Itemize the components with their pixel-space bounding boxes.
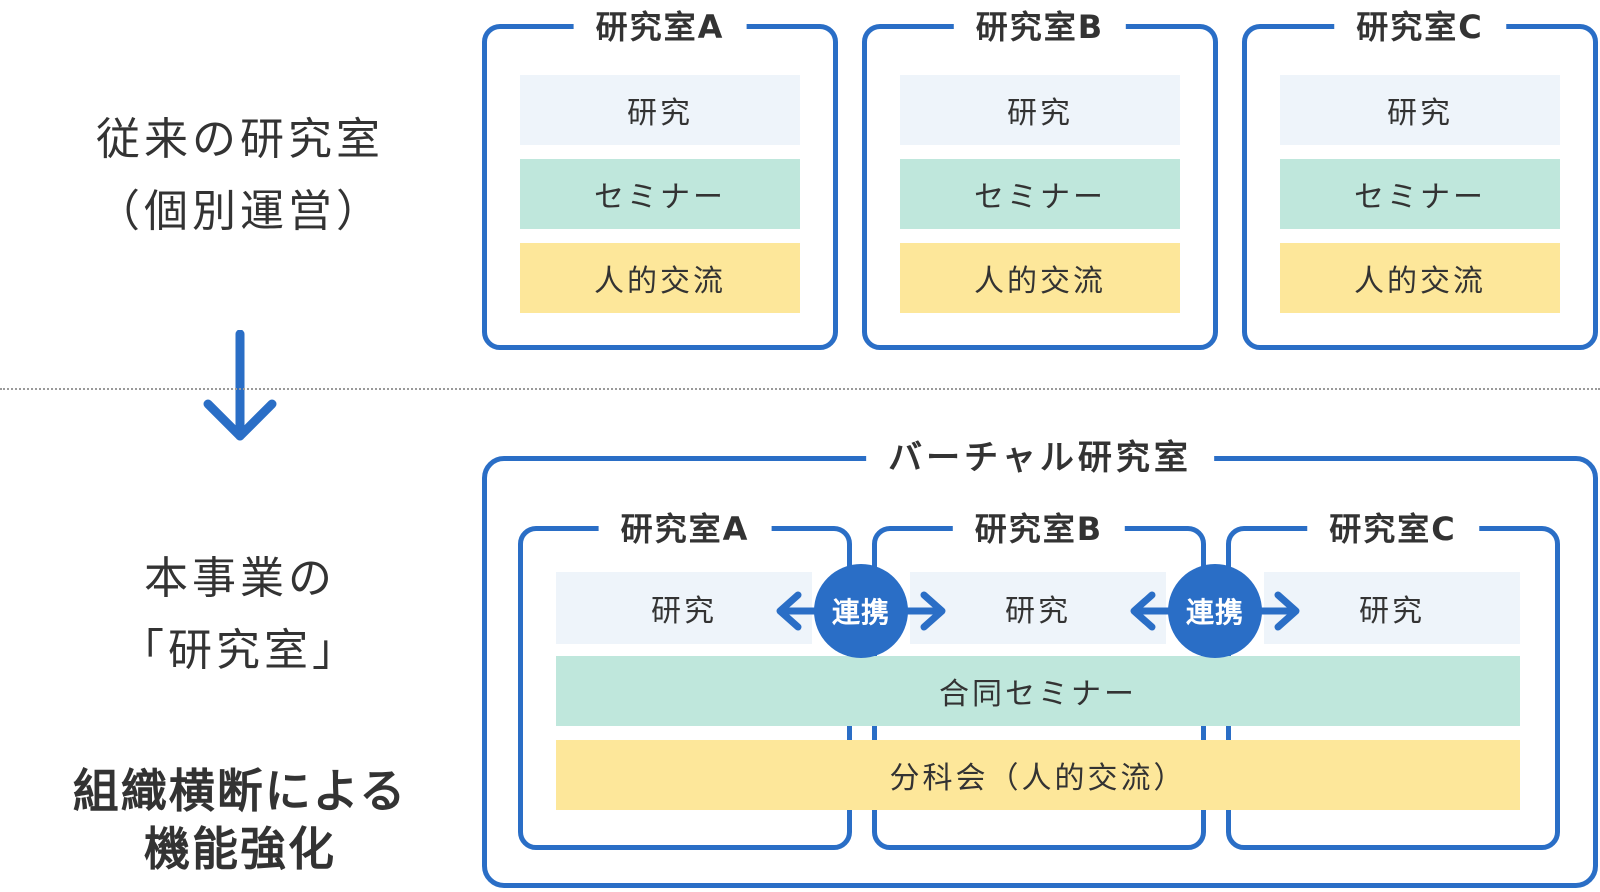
virtual-lab-title: バーチャル研究室 [866, 436, 1214, 480]
link-badge-bc: 連携 [1168, 564, 1262, 658]
top-lab-b: 研究室B 研究 セミナー 人的交流 [862, 7, 1218, 350]
joint-seminar-bar: 合同セミナー [556, 656, 1520, 726]
top-lab-c-exchange: 人的交流 [1280, 243, 1560, 313]
link-badge-ab: 連携 [814, 564, 908, 658]
virtual-lab-a: 研究室A [518, 509, 852, 850]
virtual-lab-a-research: 研究 [556, 572, 812, 644]
top-lab-a-research: 研究 [520, 75, 800, 145]
conventional-label-line2: （個別運営） [96, 186, 384, 237]
top-lab-b-research: 研究 [900, 75, 1180, 145]
conventional-label-line1: 従来の研究室 [96, 114, 384, 165]
top-lab-b-seminar: セミナー [900, 159, 1180, 229]
project-label-line2: 「研究室」 [120, 625, 360, 676]
top-lab-a-title: 研究室A [573, 7, 747, 47]
virtual-lab-b-research: 研究 [910, 572, 1166, 644]
virtual-lab-c-title: 研究室C [1307, 509, 1479, 549]
strength-label-line1: 組織横断による [72, 764, 408, 818]
top-lab-a-seminar: セミナー [520, 159, 800, 229]
top-lab-b-exchange: 人的交流 [900, 243, 1180, 313]
virtual-lab-b-title: 研究室B [952, 509, 1126, 549]
top-lab-c-seminar: セミナー [1280, 159, 1560, 229]
top-lab-c-research: 研究 [1280, 75, 1560, 145]
top-lab-b-title: 研究室B [953, 7, 1127, 47]
section-divider [0, 388, 1600, 390]
virtual-lab-c-research: 研究 [1264, 572, 1520, 644]
top-lab-c-title: 研究室C [1334, 7, 1506, 47]
top-lab-c: 研究室C 研究 セミナー 人的交流 [1242, 7, 1598, 350]
strength-label-line2: 機能強化 [144, 822, 336, 876]
down-arrow-icon [203, 330, 277, 441]
project-label-line1: 本事業の [144, 553, 336, 604]
subcommittee-bar: 分科会（人的交流） [556, 740, 1520, 810]
virtual-lab-a-title: 研究室A [598, 509, 772, 549]
top-lab-a-exchange: 人的交流 [520, 243, 800, 313]
top-lab-a: 研究室A 研究 セミナー 人的交流 [482, 7, 838, 350]
